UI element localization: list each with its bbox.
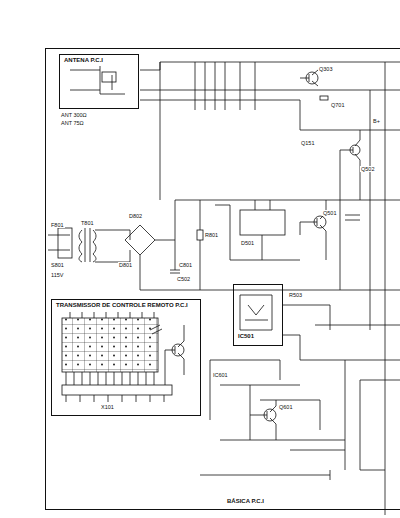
part-label: Q303 <box>318 66 333 72</box>
part-label: IC601 <box>212 372 229 378</box>
board-title: BÁSICA P.C.I <box>226 498 265 505</box>
part-label: C502 <box>176 276 191 282</box>
part-label: Q501 <box>322 210 337 216</box>
board-title: IC501 <box>237 333 255 340</box>
part-label: B+ <box>372 118 381 124</box>
board-box: TRANSMISSOR DE CONTROLE REMOTO P.C.I <box>51 299 201 416</box>
part-label: C801 <box>178 262 193 268</box>
part-label: T801 <box>80 220 95 226</box>
part-label: R503 <box>288 292 303 298</box>
part-label: Q502 <box>360 166 375 172</box>
part-label: R801 <box>204 232 219 238</box>
part-label: 115V <box>50 272 64 278</box>
board-outline: BÁSICA P.C.I ANTENA P.C.I TRANSMISSOR DE C… <box>45 48 400 510</box>
part-label: X101 <box>100 404 115 410</box>
board-box: ANTENA P.C.I <box>59 54 139 109</box>
board-title: TRANSMISSOR DE CONTROLE REMOTO P.C.I <box>55 302 189 309</box>
part-label: Q151 <box>300 140 315 146</box>
board-box: IC501 <box>233 284 283 346</box>
part-label: F801 <box>50 222 65 228</box>
part-label: ANT 300Ω <box>60 112 88 118</box>
part-label: D802 <box>128 213 143 219</box>
part-label: S801 <box>50 262 65 268</box>
part-label: D801 <box>118 262 133 268</box>
part-label: Q601 <box>278 404 293 410</box>
board-title: ANTENA P.C.I <box>63 57 104 64</box>
part-label: ANT 75Ω <box>60 120 85 126</box>
part-label: D501 <box>240 240 255 246</box>
part-label: Q701 <box>330 102 345 108</box>
